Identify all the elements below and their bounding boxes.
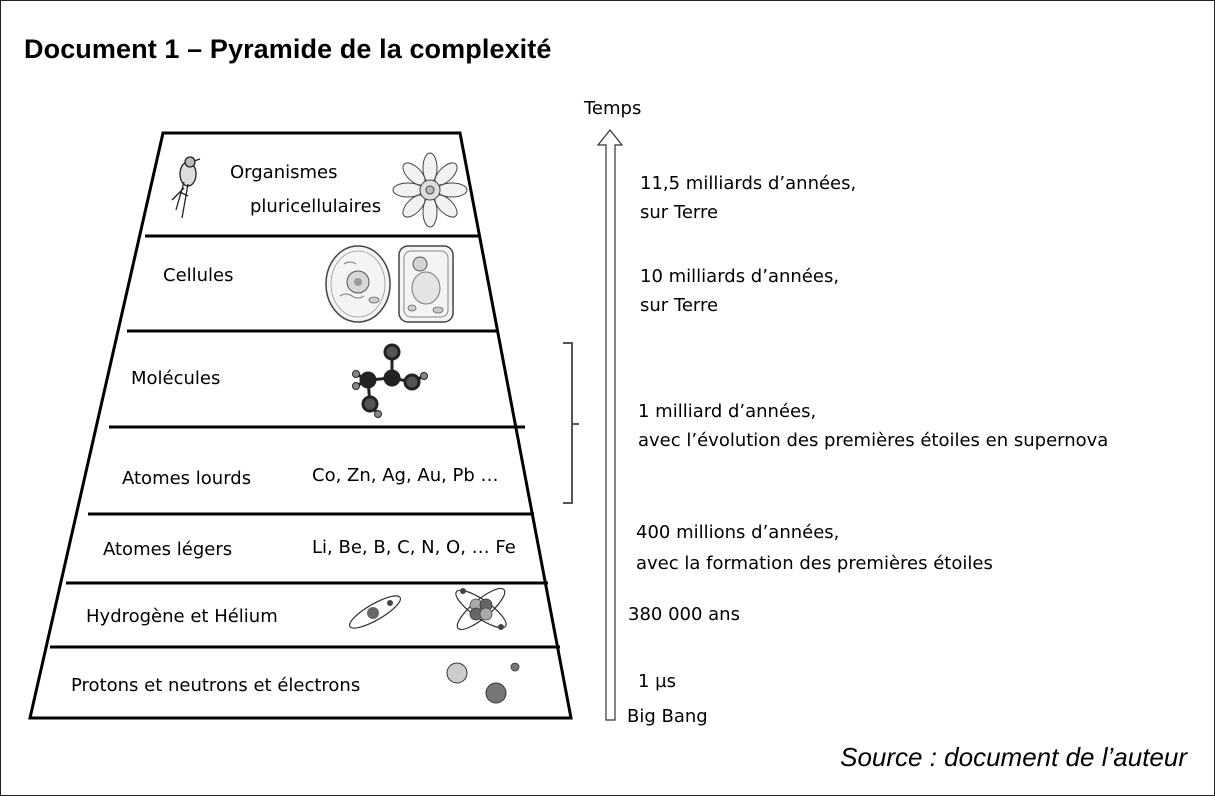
level-label-atomes-lourds: Atomes lourds: [122, 468, 252, 489]
time-axis-label: Temps: [584, 98, 642, 119]
plant-cell-icon: [398, 245, 454, 323]
timeline-label-10-mds-l1: 10 milliards d’années,: [640, 266, 840, 287]
level-label-pluricellulaires: pluricellulaires: [250, 196, 382, 217]
timeline-label-11-5-mds-l2: sur Terre: [640, 202, 719, 223]
timeline-label-400-ma-l2: avec la formation des premières étoiles: [636, 553, 993, 574]
level-label-hydrogene-helium: Hydrogène et Hélium: [86, 606, 278, 627]
timeline-label-1-md-l1: 1 milliard d’années,: [638, 401, 817, 422]
level-label-molecules: Molécules: [131, 368, 221, 389]
particles-icon: [446, 662, 520, 704]
animal-cell-icon: [325, 245, 391, 323]
level-label-cellules: Cellules: [163, 265, 234, 286]
timeline-label-400-ma-l1: 400 millions d’années,: [636, 522, 840, 543]
bird-icon: [171, 156, 201, 219]
document-title: Document 1 – Pyramide de la complexité: [24, 34, 552, 64]
molecule-icon: [352, 343, 428, 418]
level-label-organismes: Organismes: [230, 162, 338, 183]
timeline-label-big-bang: Big Bang: [627, 706, 708, 727]
time-arrow: [596, 129, 624, 721]
timeline-label-11-5-mds-l1: 11,5 milliards d’années,: [640, 173, 857, 194]
source-caption: Source : document de l’auteur: [840, 742, 1187, 772]
timeline-label-10-mds-l2: sur Terre: [640, 295, 719, 316]
level-label-particules: Protons et neutrons et électrons: [71, 675, 361, 696]
helium-atom-icon: [455, 587, 507, 631]
level-examples-atomes-legers: Li, Be, B, C, N, O, … Fe: [312, 537, 516, 558]
level-examples-atomes-lourds: Co, Zn, Ag, Au, Pb …: [312, 465, 499, 486]
timeline-label-380000-ans: 380 000 ans: [628, 604, 740, 625]
timeline-label-1-md-l2: avec l’évolution des premières étoiles e…: [638, 430, 1109, 451]
bracket: [563, 342, 579, 504]
flower-icon: [392, 152, 468, 228]
level-label-atomes-legers: Atomes légers: [103, 539, 233, 560]
timeline-label-1-us: 1 µs: [638, 671, 677, 692]
hydrogen-atom-icon: [348, 595, 402, 629]
